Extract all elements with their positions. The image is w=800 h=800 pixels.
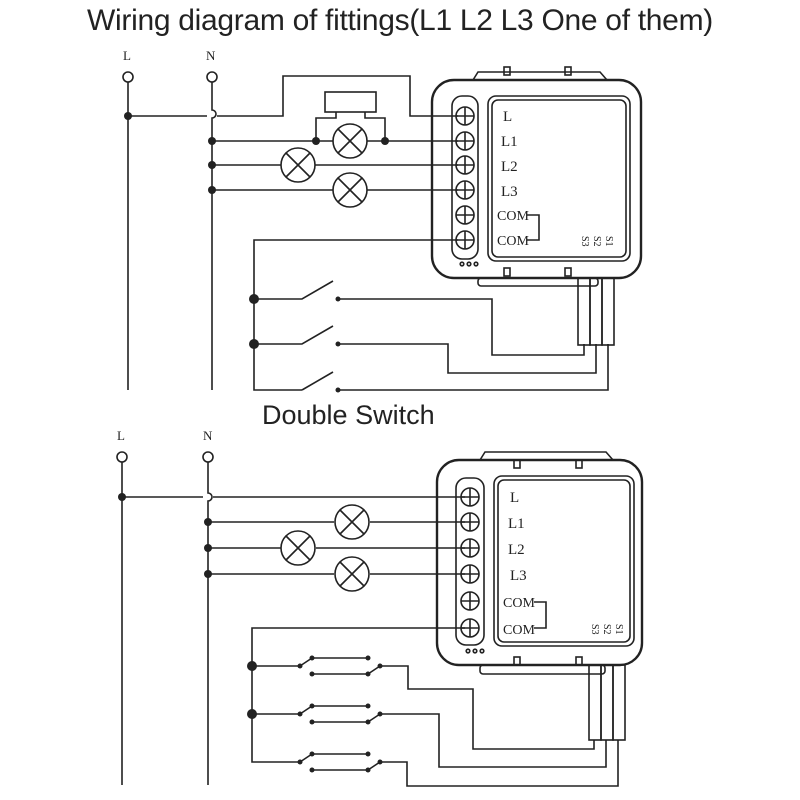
switch-3-icon [301,371,341,393]
input-label-s1: S1 [613,624,624,635]
terminal-label-l3: L3 [510,568,527,584]
com-bridge [527,214,540,241]
smart-switch-module [435,451,644,741]
input-label-s2: S2 [601,624,612,635]
neutral-bus-wire [211,82,217,390]
neutral-terminal-icon [206,71,218,83]
bypass-capacitor-icon [324,91,377,113]
diagram-title: Wiring diagram of fittings(L1 L2 L3 One … [87,4,713,37]
double-switch-diagram: L N [116,428,644,787]
terminal-label-com: COM [503,623,535,638]
live-to-module-wire [128,75,458,117]
s2-wire [338,343,597,374]
two-way-switch-1-icon [252,655,595,750]
input-label-s2: S2 [591,236,602,247]
neutral-label: N [206,48,216,63]
junction-dot [118,493,126,501]
screw-terminal-icon [460,487,480,638]
junction-dot [208,186,216,194]
junction-dot [124,112,132,120]
junction-dot [208,161,216,169]
terminal-label-l3: L3 [501,184,518,200]
live-terminal-icon [116,451,128,463]
terminal-label-com: COM [497,234,529,249]
com-wire [251,627,465,763]
terminal-label-com: COM [497,209,529,224]
input-label-s3: S3 [579,236,590,247]
neutral-label: N [203,428,213,443]
input-label-s3: S3 [589,624,600,635]
neutral-bus-wire [207,462,213,785]
terminal-label-l1: L1 [501,134,518,150]
junction-dot [204,518,212,526]
terminal-label-com: COM [503,596,535,611]
terminal-label-l2: L2 [508,542,525,558]
com-wire [253,239,458,391]
lamp-l3-icon [332,172,368,208]
double-switch-heading: Double Switch [262,400,435,430]
terminal-label-l1: L1 [508,516,525,532]
single-switch-diagram: L N [122,48,643,393]
live-label: L [117,428,125,443]
lamp-l1-icon [332,123,368,159]
lamp-l2-icon [280,147,316,183]
smart-switch-module [430,66,643,346]
junction-dot [204,570,212,578]
terminal-label-l: L [510,490,519,506]
neutral-terminal-icon [202,451,214,463]
two-way-switch-3-icon [297,740,619,787]
live-label: L [123,48,131,63]
terminal-label-l2: L2 [501,159,518,175]
two-way-switch-2-icon [252,703,607,768]
bypass-wire [315,112,386,141]
switch-2-icon [254,325,341,347]
lamp-l2-icon [280,530,316,566]
input-label-s1: S1 [603,236,614,247]
junction-dot [208,137,216,145]
s3-wire [338,298,585,356]
lamp-l1-icon [334,504,370,540]
s1-wire [338,344,609,391]
screw-terminal-icon [455,106,475,250]
switch-1-icon [254,280,341,302]
live-terminal-icon [122,71,134,83]
lamp-l3-icon [334,556,370,592]
com-bridge [534,601,547,629]
junction-dot [204,544,212,552]
terminal-label-l: L [503,109,512,125]
